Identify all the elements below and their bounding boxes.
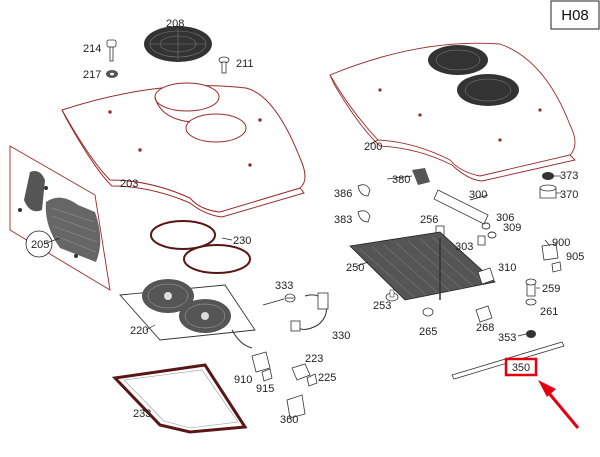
connector-915 (261, 368, 273, 382)
grommet-265 (422, 307, 434, 317)
label-910: 910 (234, 374, 252, 386)
wiring-330 (290, 292, 329, 332)
label-383: 383 (334, 214, 352, 226)
label-310: 310 (498, 262, 516, 274)
highlight-350: 350 (504, 357, 538, 377)
connector-910 (251, 351, 271, 373)
housing-200 (329, 42, 576, 182)
o-ring-309 (487, 231, 497, 239)
label-350: 350 (512, 362, 530, 374)
screw-214 (106, 39, 117, 62)
label-303: 303 (455, 241, 473, 253)
label-373: 373 (560, 170, 578, 182)
label-220: 220 (130, 325, 148, 337)
label-217: 217 (83, 69, 101, 81)
bracket-268 (475, 305, 493, 323)
page-code-box: H08 (550, 0, 600, 30)
label-208: 208 (166, 18, 184, 30)
screw-253 (385, 289, 399, 302)
washer-217 (106, 70, 118, 78)
label-905: 905 (566, 251, 584, 263)
screw-211 (218, 56, 230, 74)
label-265: 265 (419, 326, 437, 338)
frame-233 (111, 363, 248, 434)
fitting-303 (477, 235, 486, 246)
gasket-230 (150, 220, 251, 274)
clip-225 (306, 373, 318, 387)
drier-tube-300 (433, 189, 489, 225)
callout-205 (25, 230, 53, 258)
label-306: 306 (496, 212, 514, 224)
part-labels: 208 214 217 211 203 205 230 220 233 333 … (31, 18, 584, 426)
label-380: 380 (392, 174, 410, 186)
label-333: 333 (275, 280, 293, 292)
label-256: 256 (420, 214, 438, 226)
bracket-380 (412, 168, 430, 185)
cap-353 (526, 330, 536, 338)
bolt-259 (525, 278, 537, 297)
rod-360 (286, 394, 306, 419)
clip-223 (291, 363, 311, 381)
label-330: 330 (332, 330, 350, 342)
clip-386 (357, 184, 371, 197)
label-386: 386 (334, 188, 352, 200)
label-268: 268 (476, 322, 494, 334)
label-253: 253 (373, 300, 391, 312)
leader-lines (43, 26, 561, 337)
label-225: 225 (318, 372, 336, 384)
label-205: 205 (31, 239, 49, 251)
red-arrow-icon (538, 380, 580, 429)
o-ring-306 (481, 222, 491, 230)
label-300: 300 (469, 189, 487, 201)
label-900: 900 (552, 237, 570, 249)
fan-housing-200-front (428, 45, 519, 106)
panel-205 (9, 145, 111, 291)
label-259: 259 (542, 283, 560, 295)
fan-assembly-220 (119, 279, 256, 349)
hose-310 (477, 267, 495, 285)
cap-373 (542, 172, 554, 180)
label-223: 223 (305, 353, 323, 365)
condenser-250 (349, 231, 496, 301)
label-200: 200 (364, 141, 382, 153)
fan-208 (144, 26, 212, 62)
clip-383 (357, 210, 371, 223)
page-code: H08 (561, 7, 589, 24)
label-211: 211 (236, 58, 254, 70)
clip-905 (551, 261, 562, 273)
label-309: 309 (503, 222, 521, 234)
label-261: 261 (540, 306, 558, 318)
label-370: 370 (560, 189, 578, 201)
bracket-900 (541, 243, 559, 261)
label-214: 214 (83, 43, 101, 55)
label-915: 915 (256, 383, 274, 395)
cap-370 (539, 184, 557, 199)
housing-203 (61, 82, 306, 218)
washer-261 (525, 298, 537, 306)
label-250: 250 (346, 262, 364, 274)
label-203: 203 (120, 178, 138, 190)
label-230: 230 (233, 235, 251, 247)
label-233: 233 (133, 408, 151, 420)
screw-333 (284, 293, 296, 303)
label-360: 360 (280, 414, 298, 426)
label-353: 353 (498, 332, 516, 344)
